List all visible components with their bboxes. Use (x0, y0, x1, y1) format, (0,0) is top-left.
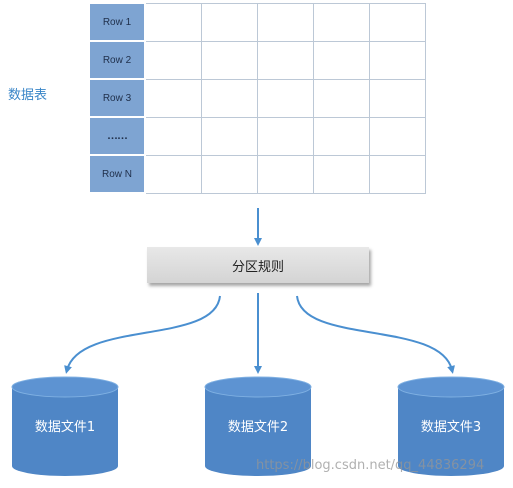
row-header: Row N (88, 154, 146, 194)
table-cell (144, 154, 202, 194)
table-cell (201, 154, 258, 194)
table-cell (144, 78, 202, 118)
database-cylinder-1 (11, 376, 119, 476)
row-header: Row 1 (88, 2, 146, 42)
table-cell (144, 40, 202, 80)
table-cell (201, 2, 258, 42)
table-cell (313, 40, 370, 80)
row-header-ellipsis: …… (88, 116, 146, 156)
table-cell (257, 154, 314, 194)
database-cylinder-3 (397, 376, 505, 476)
arrow-left-curve (64, 295, 221, 374)
table-cell (257, 2, 314, 42)
table-cell (257, 78, 314, 118)
database-cylinder-2 (204, 376, 312, 476)
watermark: https://blog.csdn.net/qq_44836294 (256, 458, 485, 473)
data-file-1-label: 数据文件1 (34, 420, 96, 435)
table-cell (257, 116, 314, 156)
table-cell (257, 40, 314, 80)
data-table: Row 1 Row 2 Row 3 …… Row N (88, 2, 426, 194)
row-header: Row 3 (88, 78, 146, 118)
table-cell (369, 40, 426, 80)
arrow-right-curve (296, 295, 455, 374)
table-row: Row 3 (88, 78, 426, 118)
table-row: Row 1 (88, 2, 426, 42)
table-row: Row 2 (88, 40, 426, 80)
table-cell (369, 78, 426, 118)
table-cell (369, 116, 426, 156)
partition-rule-box: 分区规则 (147, 247, 369, 283)
table-cell (144, 2, 202, 42)
data-file-3-label: 数据文件3 (420, 420, 482, 435)
data-file-2-label: 数据文件2 (227, 420, 289, 435)
table-cell (313, 2, 370, 42)
table-cell (201, 116, 258, 156)
table-cell (201, 40, 258, 80)
data-table-label: 数据表 (8, 88, 48, 103)
row-header: Row 2 (88, 40, 146, 80)
table-cell (201, 78, 258, 118)
table-row: Row N (88, 154, 426, 194)
table-row: …… (88, 116, 426, 156)
table-cell (369, 2, 426, 42)
table-cell (369, 154, 426, 194)
